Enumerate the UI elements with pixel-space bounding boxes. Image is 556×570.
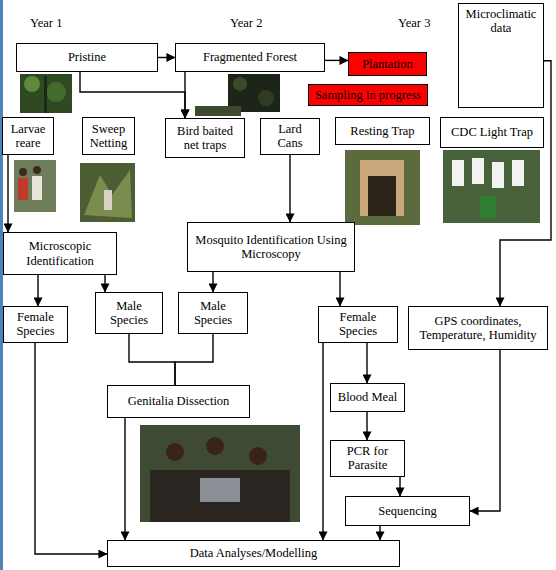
connector-arrow xyxy=(104,275,105,292)
process-box: GPS coordinates, Temperature, Humidity xyxy=(408,306,548,350)
box-text: Microclimatic data xyxy=(463,7,539,36)
connector-arrow xyxy=(37,275,38,306)
process-box: Sequencing xyxy=(345,496,470,526)
process-box: Female Species xyxy=(318,306,398,343)
connector-arrow xyxy=(289,155,290,222)
box-text: Male Species xyxy=(100,299,158,328)
box-text: Female Species xyxy=(323,310,393,339)
box-text: Mosquito Identification Using Microscopy xyxy=(192,233,350,262)
larvae-photo xyxy=(14,160,56,212)
process-box: Microclimatic data xyxy=(458,3,544,108)
process-box: Sweep Netting xyxy=(82,117,135,155)
cdc-trap-photo xyxy=(443,150,540,223)
box-text: Microscopic Identification xyxy=(8,239,112,268)
process-box: Genitalia Dissection xyxy=(107,385,250,418)
connector-arrow xyxy=(124,418,125,540)
process-box: Data Analyses/Modelling xyxy=(107,540,400,567)
year-label: Year 1 xyxy=(30,16,62,31)
box-text: Genitalia Dissection xyxy=(128,394,230,408)
process-box: Bird baited net traps xyxy=(165,118,245,158)
box-text: Data Analyses/Modelling xyxy=(190,546,317,560)
margin-bar xyxy=(0,0,3,570)
box-text: CDC Light Trap xyxy=(451,125,533,139)
box-text: Bird baited net traps xyxy=(170,124,240,153)
box-text: Lard Cans xyxy=(265,122,315,151)
box-text: Male Species xyxy=(183,299,243,328)
box-text: Plantation xyxy=(362,57,413,71)
box-text: Pristine xyxy=(68,50,106,64)
box-text: Resting Trap xyxy=(350,124,414,138)
box-text: PCR for Parasite xyxy=(335,444,400,473)
trap-photo xyxy=(195,106,241,116)
process-box: CDC Light Trap xyxy=(440,117,544,148)
connector-arrow xyxy=(184,72,185,118)
connector-arrow xyxy=(339,272,340,306)
connector-arrow xyxy=(175,334,213,385)
process-box: Plantation xyxy=(348,52,427,76)
team-photo xyxy=(140,425,300,522)
connector-arrow xyxy=(322,343,323,540)
connector-arrow xyxy=(325,60,348,61)
process-box: Pristine xyxy=(16,43,158,72)
box-text: Sweep Netting xyxy=(87,122,130,151)
process-box: Sampling in progress xyxy=(308,84,428,106)
sweep-photo xyxy=(80,163,135,222)
connector-arrow xyxy=(7,155,8,232)
process-box: PCR for Parasite xyxy=(330,440,405,477)
box-text: Larvae reare xyxy=(7,122,49,151)
process-box: Blood Meal xyxy=(330,383,405,412)
process-box: Female Species xyxy=(3,306,68,343)
process-box: Fragmented Forest xyxy=(175,43,325,72)
forest-photo xyxy=(20,74,72,113)
process-box: Resting Trap xyxy=(335,117,430,145)
box-text: Blood Meal xyxy=(338,390,397,404)
connector-arrow xyxy=(158,57,175,58)
process-box: Lard Cans xyxy=(260,118,320,155)
connector-arrow xyxy=(212,272,213,292)
connector-arrow xyxy=(80,72,185,118)
box-text: Fragmented Forest xyxy=(203,50,297,64)
connector-arrow xyxy=(35,343,107,554)
box-text: GPS coordinates, Temperature, Humidity xyxy=(413,314,543,343)
resting-trap-photo xyxy=(345,150,420,225)
connector-arrow xyxy=(366,412,367,440)
connector-arrow xyxy=(129,334,175,385)
box-text: Sampling in progress xyxy=(315,88,421,102)
connector-arrow xyxy=(366,343,367,383)
process-box: Mosquito Identification Using Microscopy xyxy=(187,222,355,272)
connector-arrow xyxy=(399,477,400,496)
box-text: Female Species xyxy=(8,310,63,339)
year-label: Year 3 xyxy=(398,16,430,31)
year-label: Year 2 xyxy=(230,16,262,31)
connector-arrow xyxy=(379,526,380,540)
box-text: Sequencing xyxy=(378,504,436,518)
process-box: Male Species xyxy=(95,292,163,334)
process-box: Male Species xyxy=(178,292,248,334)
connector-arrow xyxy=(470,350,500,511)
process-box: Larvae reare xyxy=(2,117,54,155)
process-box: Microscopic Identification xyxy=(3,232,117,275)
